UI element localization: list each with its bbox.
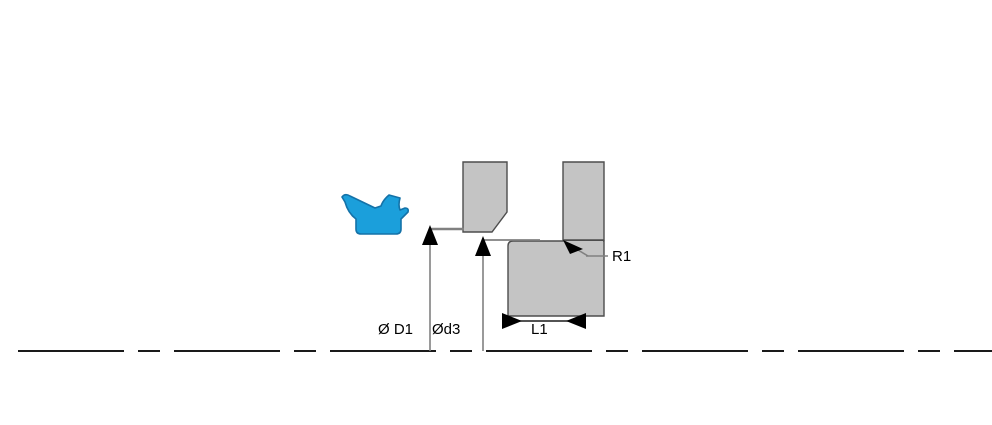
dimension-groove-diameter bbox=[475, 236, 540, 351]
chamfered-insert-body bbox=[462, 161, 508, 233]
arrow-pointer-icon bbox=[563, 240, 583, 254]
chamfered-insert bbox=[462, 161, 508, 233]
arrow-up-icon bbox=[475, 236, 491, 256]
arrow-left-icon bbox=[566, 313, 586, 329]
shaft-upper-leg bbox=[562, 161, 605, 241]
label-groove-length: L1 bbox=[531, 321, 548, 338]
label-outer-diameter: Ø D1 bbox=[378, 321, 413, 338]
arrow-up-icon bbox=[422, 225, 438, 245]
shaft-lower-body bbox=[507, 240, 605, 317]
r1-leader-elbow bbox=[577, 249, 589, 257]
label-groove-diameter: Ød3 bbox=[432, 321, 460, 338]
arrow-right-icon bbox=[502, 313, 522, 329]
coolant-can-icon bbox=[341, 193, 409, 235]
stepped-shaft-body bbox=[507, 161, 605, 317]
dimension-outer-diameter bbox=[422, 225, 464, 351]
leader-corner-radius bbox=[563, 240, 608, 257]
dimension-groove-length bbox=[502, 313, 586, 329]
coolant-can-body bbox=[341, 193, 409, 235]
label-corner-radius: R1 bbox=[612, 248, 631, 265]
